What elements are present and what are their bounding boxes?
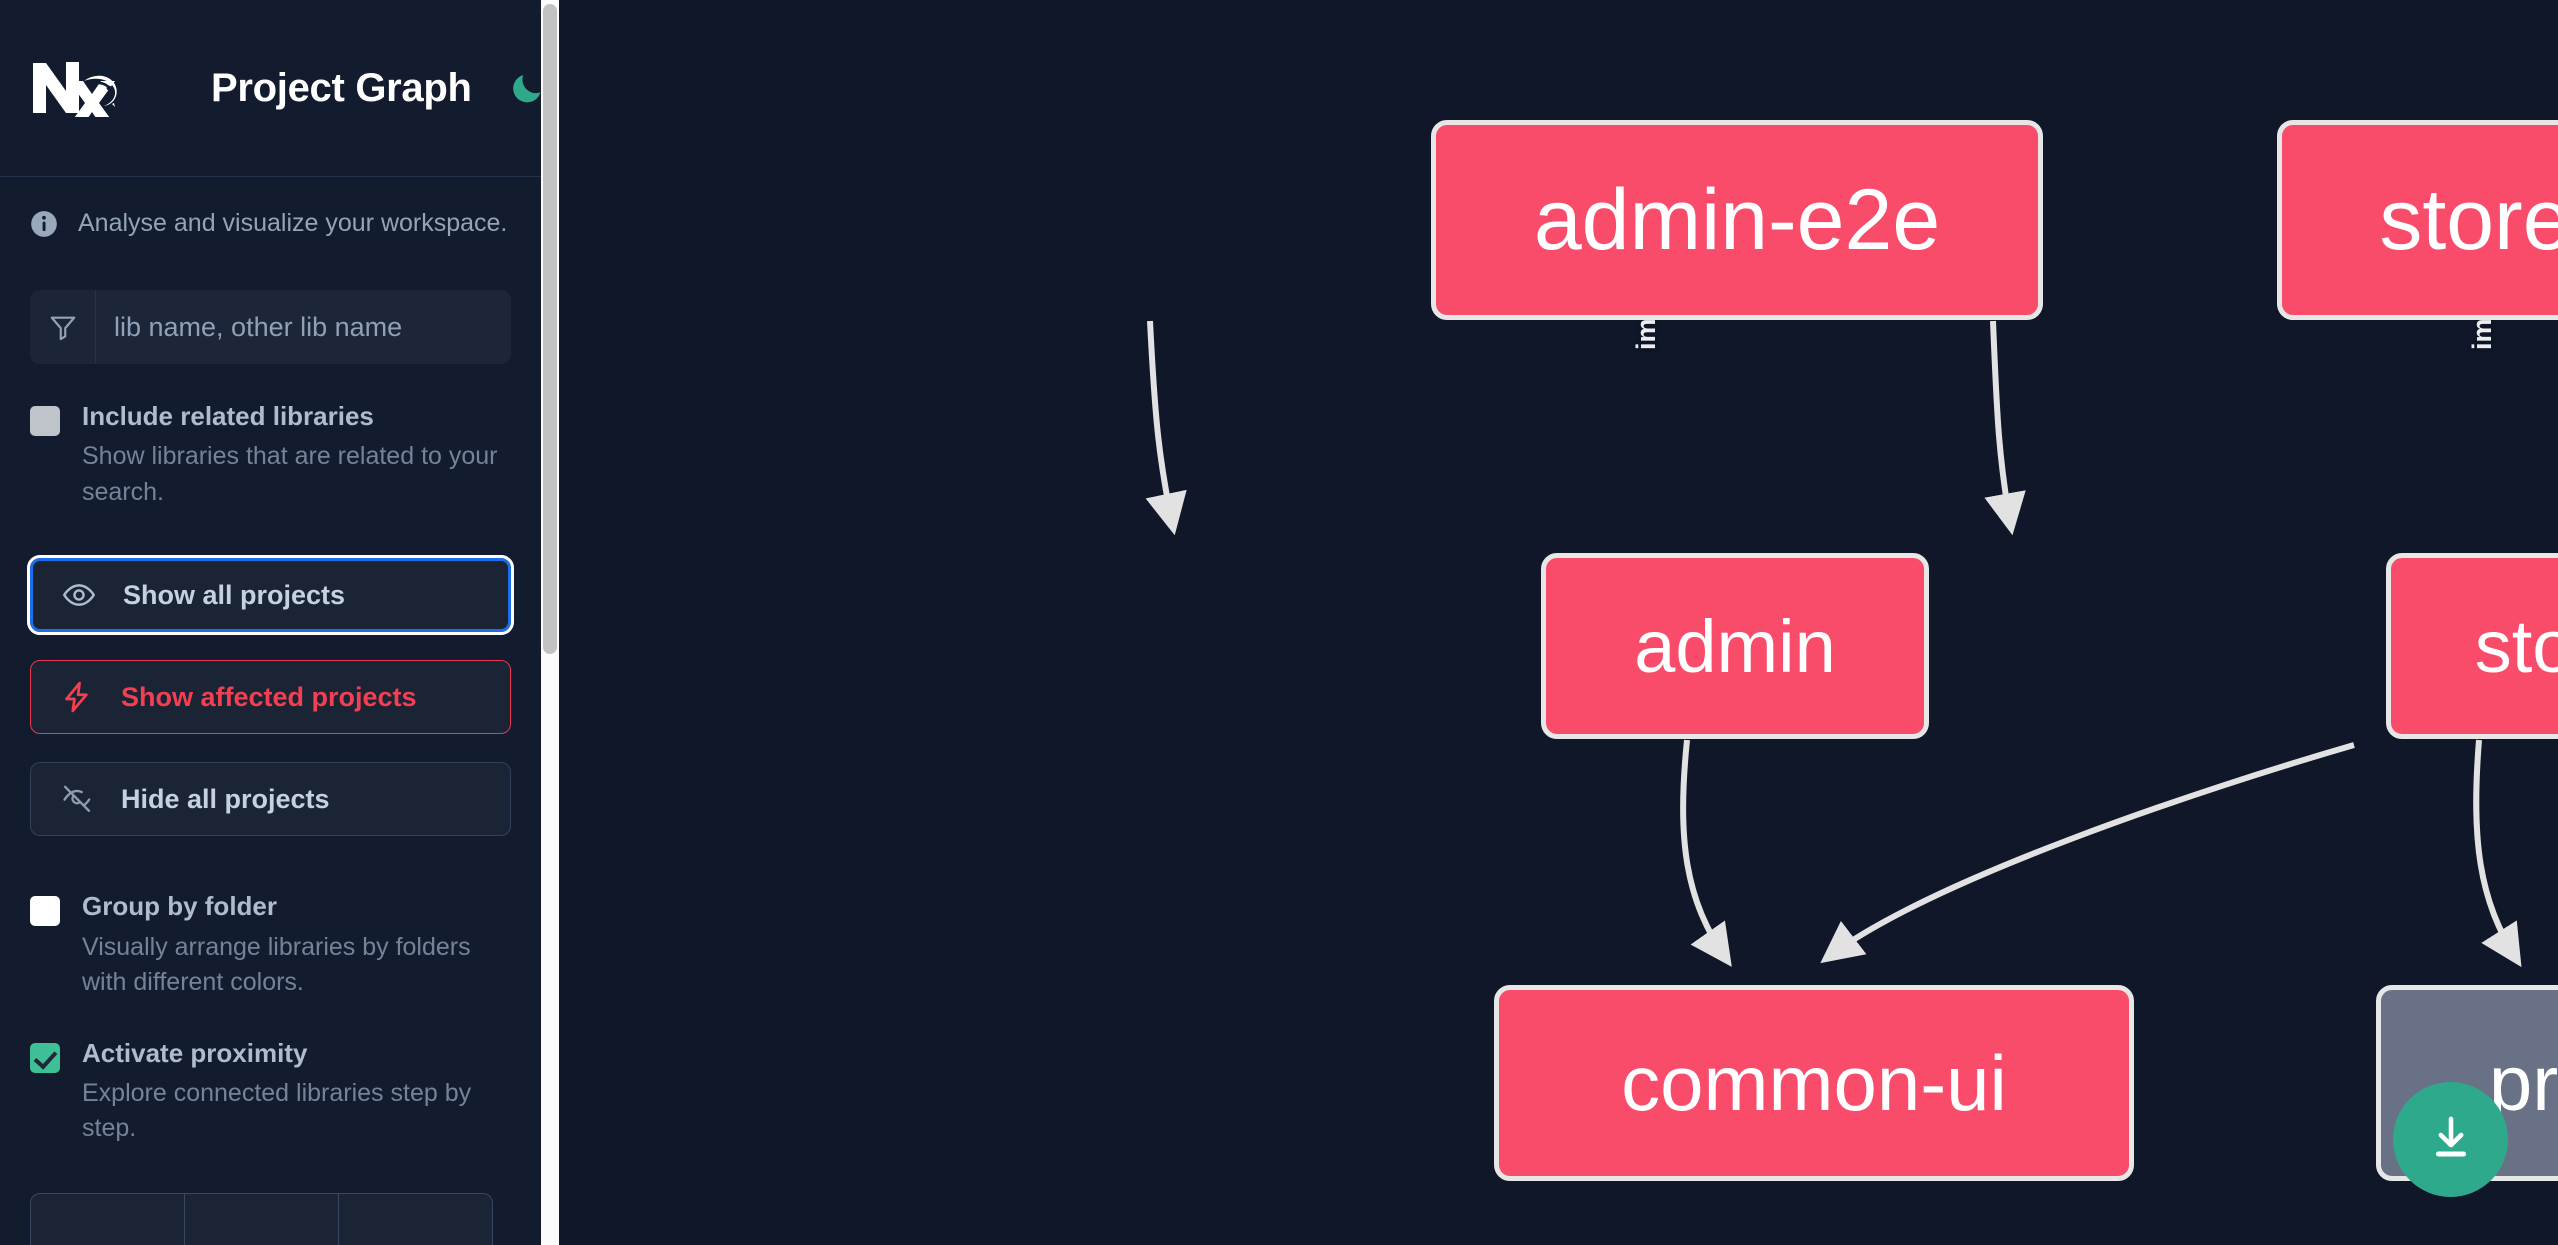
checkbox-activate-proximity[interactable]: Activate proximity Explore connected lib… bbox=[30, 1037, 511, 1147]
checkbox-description: Visually arrange libraries by folders wi… bbox=[82, 932, 471, 997]
edge-admin-e2e-admin bbox=[1145, 320, 1187, 536]
show-affected-projects-label: Show affected projects bbox=[121, 681, 417, 712]
graph-node-admin-e2e[interactable]: admin-e2e bbox=[1431, 120, 2043, 320]
workspace-info-text: Analyse and visualize your workspace. bbox=[78, 209, 508, 237]
show-all-projects-button[interactable]: Show all projects bbox=[27, 555, 514, 636]
sidebar-header: Project Graph bbox=[0, 0, 541, 177]
download-icon bbox=[2425, 1112, 2477, 1167]
graph-node-admin[interactable]: admin bbox=[1541, 553, 1929, 739]
edge-store-common-ui bbox=[1820, 742, 2355, 964]
graph-node-common-ui[interactable]: common-ui bbox=[1494, 985, 2134, 1181]
proximity-stepper-group[interactable] bbox=[30, 1193, 493, 1245]
edge-admin-common-ui bbox=[1680, 739, 1732, 967]
graph-canvas[interactable]: implicit implicit admin-e2e store-e2e ad… bbox=[559, 0, 2558, 1245]
checkbox-box[interactable] bbox=[30, 406, 60, 436]
workspace-info: Analyse and visualize your workspace. bbox=[0, 177, 541, 238]
graph-node-label: store bbox=[2474, 604, 2558, 688]
checkbox-description: Show libraries that are related to your … bbox=[82, 442, 498, 506]
checkbox-label: Activate proximity bbox=[82, 1037, 308, 1068]
stepper-decrease[interactable] bbox=[31, 1194, 185, 1245]
sidebar-scrollbar-thumb[interactable] bbox=[543, 4, 557, 654]
checkbox-box[interactable] bbox=[30, 1042, 60, 1073]
graph-node-store[interactable]: store bbox=[2386, 553, 2558, 739]
nx-logo-icon bbox=[30, 59, 126, 125]
graph-node-label: admin bbox=[1634, 604, 1836, 688]
graph-node-label: admin-e2e bbox=[1533, 171, 1941, 268]
graph-node-store-e2e[interactable]: store-e2e bbox=[2277, 120, 2558, 320]
lightning-bolt-icon bbox=[59, 679, 95, 715]
checkbox-description: Explore connected libraries step by step… bbox=[82, 1078, 472, 1143]
sidebar-scrollbar[interactable] bbox=[541, 0, 559, 1245]
project-visibility-buttons: Show all projects Show affected projects bbox=[27, 555, 514, 837]
graph-node-label: store-e2e bbox=[2379, 171, 2558, 268]
checkbox-box[interactable] bbox=[30, 896, 60, 927]
page-title: Project Graph bbox=[211, 65, 472, 110]
hide-all-projects-label: Hide all projects bbox=[121, 783, 330, 814]
eye-off-icon bbox=[59, 781, 95, 817]
stepper-value[interactable] bbox=[185, 1194, 339, 1245]
eye-icon bbox=[61, 577, 97, 613]
checkbox-label: Group by folder bbox=[82, 891, 277, 922]
search-input[interactable] bbox=[96, 290, 511, 364]
graph-node-label: common-ui bbox=[1621, 1038, 2007, 1127]
checkbox-label: Include related libraries bbox=[82, 401, 374, 431]
checkbox-include-related-libraries[interactable]: Include related libraries Show libraries… bbox=[30, 400, 511, 510]
show-affected-projects-button[interactable]: Show affected projects bbox=[30, 660, 511, 735]
edge-store-e2e-store bbox=[1984, 320, 2026, 536]
hide-all-projects-button[interactable]: Hide all projects bbox=[30, 762, 511, 837]
show-all-projects-label: Show all projects bbox=[123, 579, 346, 610]
stepper-increase[interactable] bbox=[339, 1194, 492, 1245]
funnel-icon bbox=[30, 290, 96, 364]
download-graph-button[interactable] bbox=[2393, 1082, 2508, 1197]
checkbox-group-by-folder[interactable]: Group by folder Visually arrange librari… bbox=[30, 890, 511, 1000]
info-circle-icon bbox=[30, 210, 58, 238]
edge-store-products bbox=[2473, 739, 2522, 968]
sidebar: Project Graph Analyse and visualize yo bbox=[0, 0, 559, 1245]
filter-row bbox=[30, 290, 511, 364]
graph-edges bbox=[1145, 320, 2522, 968]
moon-icon[interactable] bbox=[508, 67, 546, 109]
